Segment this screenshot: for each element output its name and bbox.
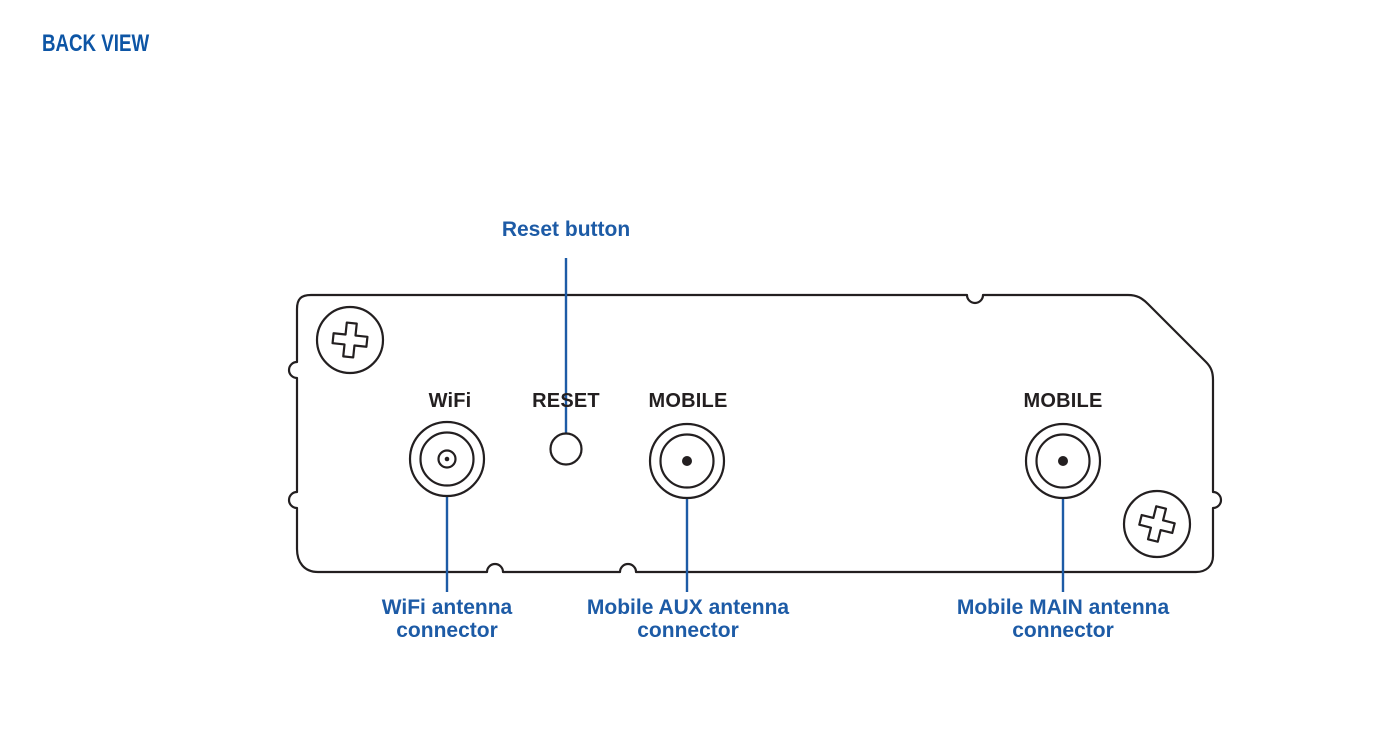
mobile-aux-antenna-callout: Mobile AUX antenna connector bbox=[586, 596, 790, 643]
page-title: BACK VIEW bbox=[42, 30, 150, 57]
phillips-screw-icon bbox=[1122, 489, 1192, 559]
reset-hole-icon bbox=[549, 432, 583, 466]
reset-button-callout: Reset button bbox=[501, 218, 631, 241]
phillips-screw-icon bbox=[315, 305, 385, 375]
panel-print-mobile-aux: MOBILE bbox=[648, 390, 728, 412]
mobile-main-antenna-callout: Mobile MAIN antenna connector bbox=[956, 596, 1170, 643]
wifi-antenna-callout: WiFi antenna connector bbox=[381, 596, 513, 643]
mobile-aux-connector-icon bbox=[648, 422, 726, 500]
panel-outline bbox=[287, 293, 1223, 574]
mobile-main-connector-icon bbox=[1024, 422, 1102, 500]
panel-print-reset: RESET bbox=[532, 390, 600, 412]
panel-print-mobile-main: MOBILE bbox=[1023, 390, 1103, 412]
panel-print-wifi: WiFi bbox=[428, 390, 472, 412]
wifi-connector-icon bbox=[408, 420, 486, 498]
